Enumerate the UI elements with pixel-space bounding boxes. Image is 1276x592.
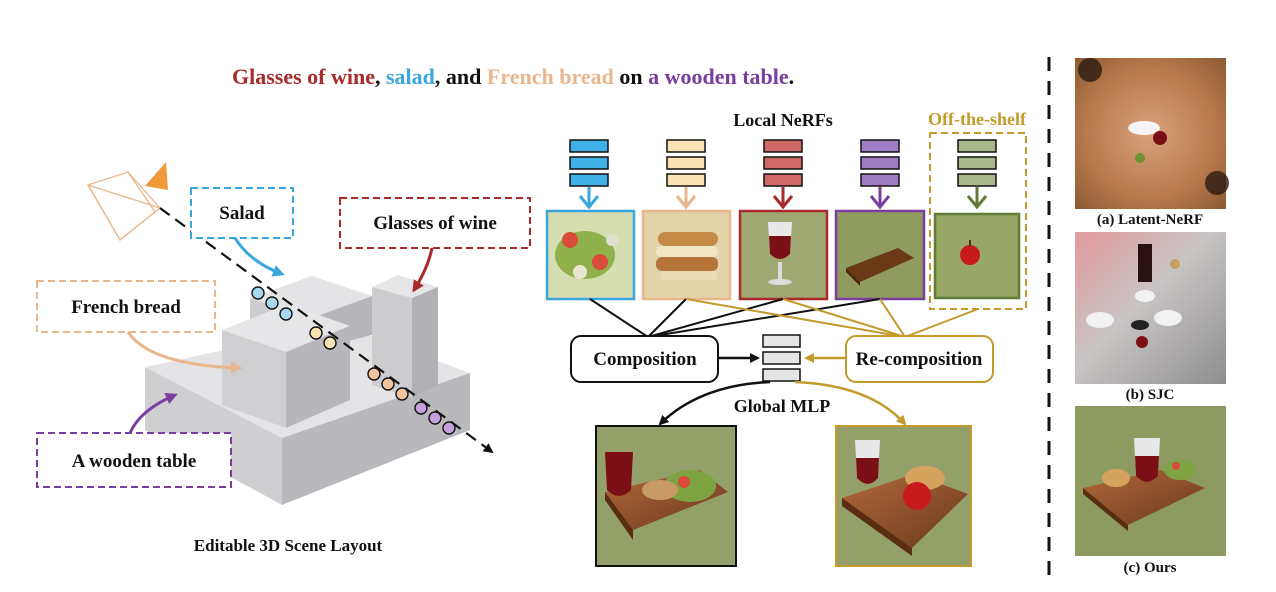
bread-block-right — [286, 326, 350, 428]
ray-sample-point — [381, 377, 395, 391]
prompt-title: Glasses of wine, salad, and French bread… — [232, 64, 794, 90]
bread-nerf-arrow — [675, 187, 697, 210]
prompt-sep3: on — [613, 64, 649, 89]
ours-result — [1075, 406, 1226, 556]
salad-label: Salad — [219, 203, 265, 224]
glasses-arrow — [412, 247, 434, 293]
camera-icon — [87, 171, 161, 241]
recomposed-render — [835, 425, 972, 567]
bread-render — [641, 209, 732, 301]
salad-label-box — [190, 187, 294, 239]
table-render — [834, 209, 926, 301]
camera-up-icon — [145, 162, 168, 190]
scene-layout-caption: Editable 3D Scene Layout — [194, 536, 383, 555]
salad-nerf-arrow — [578, 187, 600, 210]
global-mlp-stack — [762, 334, 801, 382]
bread-nerf-stack — [666, 139, 706, 210]
recomposition-label: Re-composition — [856, 349, 983, 370]
table-label: A wooden table — [72, 451, 197, 472]
bread-block-top — [222, 304, 350, 352]
prompt-sep2: , and — [434, 64, 487, 89]
sjc-caption: (b) SJC — [1126, 387, 1175, 403]
apple-nerf-arrow — [966, 187, 988, 210]
comparison-column: (a) Latent-NeRF (b) SJC (c) Ours — [1075, 58, 1229, 576]
prompt-salad: salad — [386, 64, 435, 89]
local-nerfs-title: Local NeRFs — [733, 110, 832, 130]
wine-nerf-stack — [763, 139, 803, 210]
table-arrow — [128, 393, 178, 434]
camera-ray — [159, 207, 494, 454]
mlp-to-recomposed-arrow — [794, 380, 907, 426]
sjc-result — [1075, 232, 1226, 384]
composition-links — [589, 298, 881, 338]
composition-label: Composition — [593, 349, 697, 370]
table-nerf-arrow — [869, 187, 891, 210]
bread-label-box — [36, 280, 216, 333]
recomposition-links — [685, 298, 979, 338]
ray-sample-point — [367, 367, 381, 381]
local-nerf-stacks — [569, 139, 997, 210]
ray-sample-point — [251, 286, 265, 300]
salad-render — [545, 209, 636, 301]
nerf-pipeline: Local NeRFs Off-the-shelf — [545, 109, 1027, 567]
ray-sample-point — [279, 307, 293, 321]
wine-nerf-arrow — [772, 187, 794, 210]
bread-block-left — [222, 330, 286, 428]
table-nerf-stack — [860, 139, 900, 210]
ray-sample-point — [323, 336, 337, 350]
apple-nerf-stack — [957, 139, 997, 210]
ray-sample-point — [309, 326, 323, 340]
ray-sample-point — [265, 296, 279, 310]
ours-caption: (c) Ours — [1124, 560, 1177, 576]
prompt-sep1: , — [375, 64, 386, 89]
latent-nerf-caption: (a) Latent-NeRF — [1097, 212, 1203, 228]
mlp-to-composed-arrow — [658, 380, 771, 426]
latent-nerf-result — [1075, 58, 1229, 209]
salad-nerf-stack — [569, 139, 609, 210]
apple-render — [933, 212, 1021, 300]
ray-sample-point — [414, 401, 428, 415]
scene-layout: Salad Glasses of wine French bread A woo… — [36, 162, 531, 555]
wine-block-right — [412, 287, 438, 398]
composed-render — [595, 425, 737, 567]
off-the-shelf-title: Off-the-shelf — [928, 109, 1027, 129]
ray-sample-point — [395, 387, 409, 401]
ray-sample-point — [442, 421, 456, 435]
glasses-label-box — [339, 197, 531, 249]
ray-sample-point — [428, 411, 442, 425]
prompt-end: . — [788, 64, 795, 89]
glasses-label: Glasses of wine — [373, 213, 497, 234]
wine-render — [738, 209, 829, 301]
global-mlp-label: Global MLP — [734, 396, 831, 416]
salad-arrow — [233, 237, 285, 277]
prompt-bread: French bread — [486, 64, 614, 89]
prompt-wine: Glasses of wine — [232, 64, 375, 89]
ray-sample-points — [251, 286, 456, 435]
bread-label: French bread — [71, 297, 181, 318]
prompt-table: a wooden table — [648, 64, 789, 89]
bread-arrow — [126, 331, 243, 374]
table-label-box — [36, 432, 232, 488]
